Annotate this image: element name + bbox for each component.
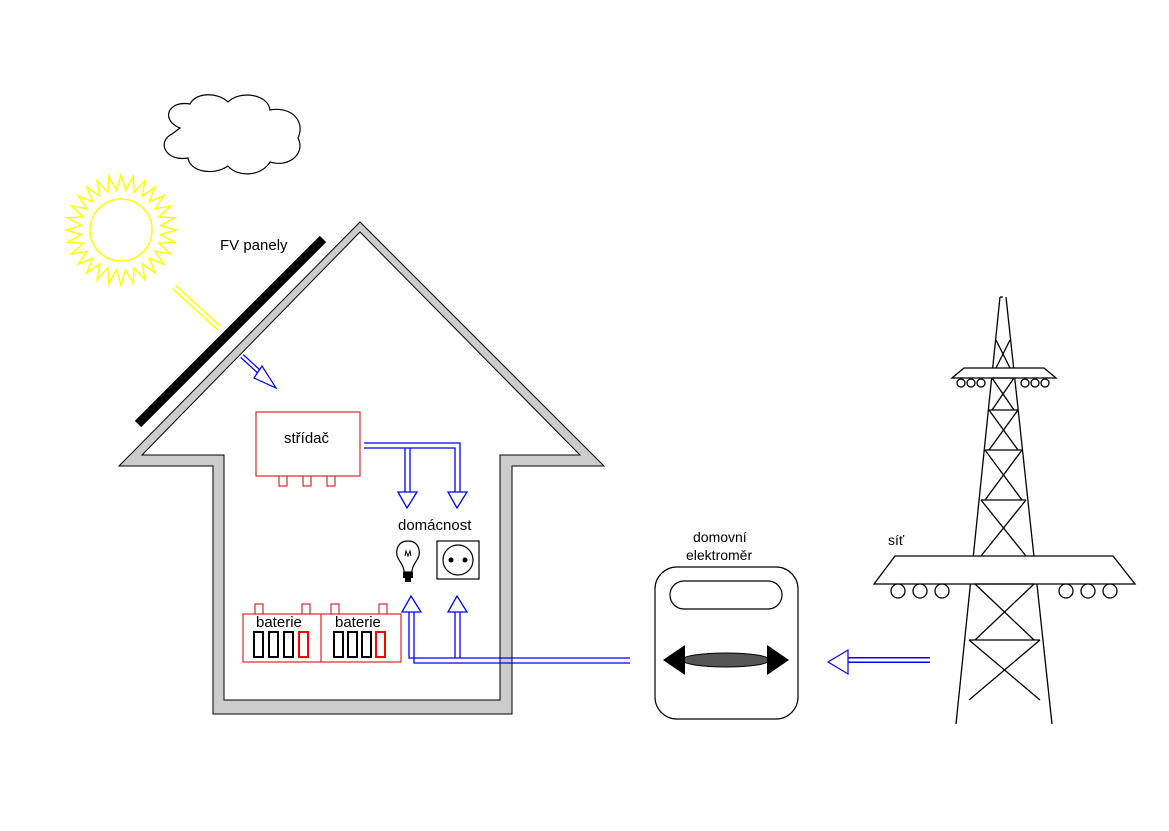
- house-outline: [117, 221, 606, 715]
- panel-flow-arrow: [240, 354, 278, 390]
- inverter-household-flow: [364, 442, 469, 510]
- household-label: domácnost: [398, 517, 472, 534]
- meter-label-line1: domovní: [693, 529, 747, 545]
- battery-1-label: baterie: [256, 614, 302, 631]
- battery-2-label: baterie: [335, 614, 381, 631]
- grid-label: síť: [888, 532, 905, 548]
- sun-icon: [63, 172, 179, 288]
- meter-label-line2: elektroměr: [686, 547, 752, 563]
- cloud-icon: [163, 94, 301, 175]
- battery-2: [320, 603, 402, 663]
- battery-1: [242, 603, 322, 663]
- power-pylon-icon: [872, 296, 1137, 725]
- pv-panels: [134, 235, 327, 428]
- power-socket-icon: [436, 540, 480, 580]
- sun-ray: [171, 284, 222, 331]
- light-bulb-icon: [396, 540, 420, 582]
- grid-meter-flow: [826, 648, 930, 676]
- pv-panels-label: FV panely: [220, 237, 288, 254]
- meter-household-flow: [400, 594, 630, 664]
- inverter: [255, 411, 361, 487]
- electricity-meter-icon: [654, 566, 799, 720]
- inverter-label: střídač: [284, 430, 330, 447]
